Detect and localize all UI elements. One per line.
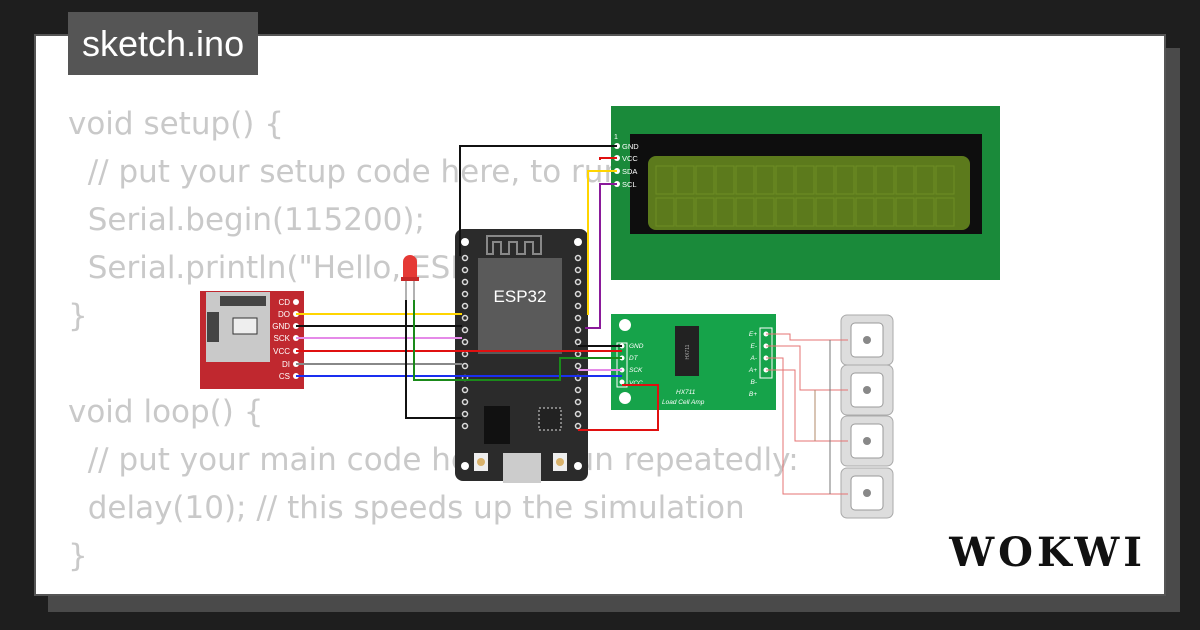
hx711-name: HX711 <box>676 389 696 396</box>
sd-pin-label: VCC <box>273 347 290 356</box>
code-line: Serial.begin(115200); <box>68 202 425 238</box>
hx711-module[interactable]: HX711 HX711 Load Cell Amp GND DT SCK VCC… <box>611 314 776 410</box>
wires <box>296 145 659 431</box>
lcd-pin-label: GND <box>622 142 639 151</box>
code-line: delay(10); // this speeds up the simulat… <box>68 490 745 526</box>
hx711-pin-label: VCC <box>629 380 643 387</box>
load-cell[interactable] <box>840 314 894 366</box>
hx711-pin-label: A+ <box>748 367 757 374</box>
sd-pin-label: CD <box>278 298 290 307</box>
load-cell[interactable] <box>840 415 894 467</box>
hx711-pin-label: B- <box>751 379 758 386</box>
red-led[interactable] <box>401 255 419 300</box>
code-line: void setup() { <box>68 106 284 142</box>
hx711-pin-label: SCK <box>629 367 643 374</box>
lcd-pin-label: SDA <box>622 167 637 176</box>
sd-pin-label: DO <box>278 310 290 319</box>
sd-pin-label: GND <box>272 322 290 331</box>
esp32-label: ESP32 <box>494 287 547 306</box>
hx711-pin-label: E- <box>751 343 758 350</box>
wokwi-logo: WOKWI <box>949 529 1146 576</box>
lcd-pin-label: VCC <box>622 154 638 163</box>
sd-pin-label: CS <box>279 372 290 381</box>
code-line: void loop() { <box>68 394 264 430</box>
hx711-pin-label: A- <box>750 355 758 362</box>
hx711-desc: Load Cell Amp <box>662 399 705 406</box>
load-cells <box>840 314 894 519</box>
load-cell[interactable] <box>840 364 894 416</box>
hx711-pin-label: DT <box>629 355 639 362</box>
lcd-pin-marker: 1 <box>614 134 618 141</box>
sd-card-module[interactable]: CD DO GND SCK VCC DI CS <box>200 291 304 389</box>
hx711-pin-label: E+ <box>749 331 757 338</box>
esp32-board[interactable]: ESP32 <box>455 229 588 483</box>
lcd-display[interactable]: 1 GND VCC SDA SCL <box>611 106 1000 280</box>
hx711-pin-label: B+ <box>749 391 757 398</box>
load-cell[interactable] <box>840 467 894 519</box>
sd-pin-label: SCK <box>274 334 291 343</box>
sd-pin-label: DI <box>282 360 290 369</box>
lcd-pin-label: SCL <box>622 180 637 189</box>
load-cell-wires <box>766 333 848 495</box>
code-line: } <box>68 538 88 574</box>
code-line: } <box>68 298 88 334</box>
sketch-filename-tab[interactable]: sketch.ino <box>68 12 259 75</box>
hx711-pin-label: GND <box>629 343 644 350</box>
hx711-chip-label: HX711 <box>685 344 691 359</box>
